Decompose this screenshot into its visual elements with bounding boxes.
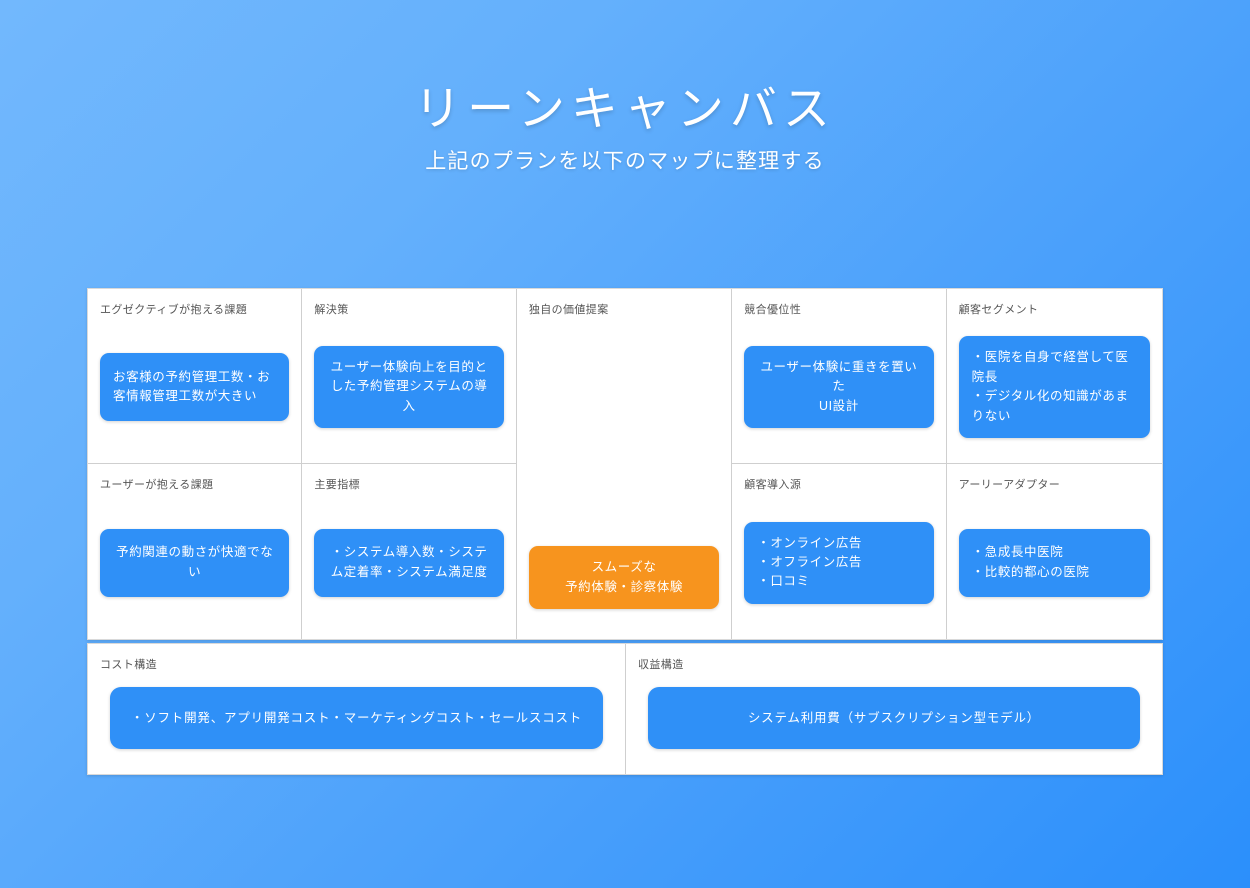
note-solution[interactable]: ユーザー体験向上を目的とした予約管理システムの導入 bbox=[314, 346, 504, 429]
cell-early-adopters[interactable]: アーリーアダプター ・急成長中医院 ・比較的都心の医院 bbox=[947, 464, 1162, 639]
note-user-problem[interactable]: 予約関連の動さが快適でない bbox=[100, 528, 290, 597]
cell-body-early-adopters: ・急成長中医院 ・比較的都心の医院 bbox=[958, 492, 1151, 629]
cell-label-executive-problem: エグゼクティブが抱える課題 bbox=[100, 304, 248, 316]
cell-body-solution: ユーザー体験向上を目的とした予約管理システムの導入 bbox=[314, 317, 504, 453]
cell-label-early-adopters: アーリーアダプター bbox=[958, 479, 1061, 491]
canvas-column-3: 独自の価値提案 スムーズな 予約体験・診察体験 bbox=[517, 289, 733, 639]
note-competitive-advantage[interactable]: ユーザー体験に重きを置いた UI設計 bbox=[744, 346, 934, 429]
cell-body-revenue-structure: システム利用費（サブスクリプション型モデル） bbox=[638, 672, 1150, 764]
cell-label-channels: 顧客導入源 bbox=[744, 479, 802, 491]
cell-body-competitive-advantage: ユーザー体験に重きを置いた UI設計 bbox=[744, 317, 934, 453]
cell-label-value-proposition: 独自の価値提案 bbox=[528, 304, 609, 316]
cell-body-value-proposition: スムーズな 予約体験・診察体験 bbox=[528, 317, 720, 629]
cell-cost-structure[interactable]: コスト構造 ・ソフト開発、アプリ開発コスト・マーケティングコスト・セールスコスト bbox=[88, 644, 626, 774]
cell-revenue-structure[interactable]: 収益構造 システム利用費（サブスクリプション型モデル） bbox=[626, 644, 1162, 774]
cell-body-key-metrics: ・システム導入数・システム定着率・システム満足度 bbox=[314, 492, 504, 629]
cell-user-problem[interactable]: ユーザーが抱える課題 予約関連の動さが快適でない bbox=[88, 464, 301, 639]
page-header: リーンキャンバス 上記のプランを以下のマップに整理する bbox=[0, 0, 1250, 175]
cell-label-competitive-advantage: 競合優位性 bbox=[744, 304, 802, 316]
canvas-column-4: 競合優位性 ユーザー体験に重きを置いた UI設計 顧客導入源 ・オンライン広告 … bbox=[732, 289, 947, 639]
cell-channels[interactable]: 顧客導入源 ・オンライン広告 ・オフライン広告 ・口コミ bbox=[732, 464, 945, 639]
page-subtitle: 上記のプランを以下のマップに整理する bbox=[425, 150, 825, 174]
cell-body-executive-problem: お客様の予約管理工数・お客情報管理工数が大きい bbox=[100, 317, 290, 453]
page-title: リーンキャンバス bbox=[414, 82, 836, 135]
canvas-column-5: 顧客セグメント ・医院を自身で経営して医院長 ・デジタル化の知識があまりない ア… bbox=[946, 289, 1163, 639]
lean-canvas-lower-grid: コスト構造 ・ソフト開発、アプリ開発コスト・マーケティングコスト・セールスコスト… bbox=[87, 643, 1163, 775]
note-customer-segment[interactable]: ・医院を自身で経営して医院長 ・デジタル化の知識があまりない bbox=[958, 336, 1151, 438]
cell-label-customer-segment: 顧客セグメント bbox=[958, 304, 1039, 316]
cell-executive-problem[interactable]: エグゼクティブが抱える課題 お客様の予約管理工数・お客情報管理工数が大きい bbox=[88, 289, 302, 464]
cell-label-revenue-structure: 収益構造 bbox=[638, 659, 684, 671]
note-key-metrics[interactable]: ・システム導入数・システム定着率・システム満足度 bbox=[314, 528, 504, 597]
note-channels[interactable]: ・オンライン広告 ・オフライン広告 ・口コミ bbox=[744, 521, 934, 604]
cell-label-cost-structure: コスト構造 bbox=[100, 659, 157, 671]
note-revenue-structure[interactable]: システム利用費（サブスクリプション型モデル） bbox=[648, 687, 1140, 750]
cell-label-user-problem: ユーザーが抱える課題 bbox=[100, 479, 214, 491]
cell-label-key-metrics: 主要指標 bbox=[314, 479, 361, 491]
canvas-column-1: エグゼクティブが抱える課題 お客様の予約管理工数・お客情報管理工数が大きい ユー… bbox=[88, 289, 303, 639]
cell-competitive-advantage[interactable]: 競合優位性 ユーザー体験に重きを置いた UI設計 bbox=[732, 289, 946, 464]
cell-body-customer-segment: ・医院を自身で経営して医院長 ・デジタル化の知識があまりない bbox=[958, 317, 1151, 453]
cell-key-metrics[interactable]: 主要指標 ・システム導入数・システム定着率・システム満足度 bbox=[302, 464, 515, 639]
cell-label-solution: 解決策 bbox=[314, 304, 349, 316]
cell-customer-segment[interactable]: 顧客セグメント ・医院を自身で経営して医院長 ・デジタル化の知識があまりない bbox=[946, 289, 1163, 464]
lean-canvas-upper-grid: エグゼクティブが抱える課題 お客様の予約管理工数・お客情報管理工数が大きい ユー… bbox=[87, 288, 1163, 640]
cell-body-cost-structure: ・ソフト開発、アプリ開発コスト・マーケティングコスト・セールスコスト bbox=[100, 672, 613, 764]
cell-solution[interactable]: 解決策 ユーザー体験向上を目的とした予約管理システムの導入 bbox=[302, 289, 516, 464]
cell-value-proposition[interactable]: 独自の価値提案 スムーズな 予約体験・診察体験 bbox=[517, 289, 731, 639]
note-value-proposition[interactable]: スムーズな 予約体験・診察体験 bbox=[528, 546, 720, 609]
canvas-column-2: 解決策 ユーザー体験向上を目的とした予約管理システムの導入 主要指標 ・システム… bbox=[302, 289, 517, 639]
note-early-adopters[interactable]: ・急成長中医院 ・比較的都心の医院 bbox=[958, 528, 1151, 597]
note-executive-problem[interactable]: お客様の予約管理工数・お客情報管理工数が大きい bbox=[100, 353, 290, 422]
cell-body-user-problem: 予約関連の動さが快適でない bbox=[100, 492, 290, 629]
lean-canvas: エグゼクティブが抱える課題 お客様の予約管理工数・お客情報管理工数が大きい ユー… bbox=[87, 288, 1163, 775]
note-cost-structure[interactable]: ・ソフト開発、アプリ開発コスト・マーケティングコスト・セールスコスト bbox=[110, 687, 603, 750]
cell-body-channels: ・オンライン広告 ・オフライン広告 ・口コミ bbox=[744, 492, 934, 629]
